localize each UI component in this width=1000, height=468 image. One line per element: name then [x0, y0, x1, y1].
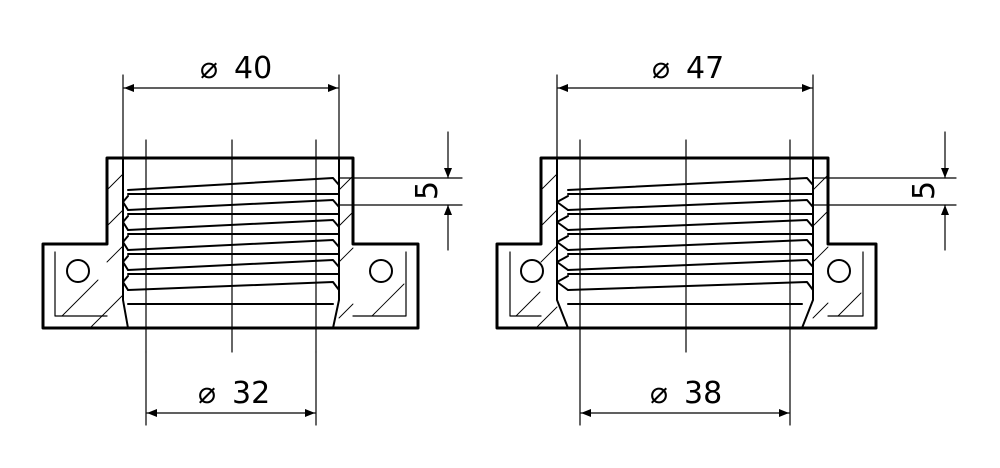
outer-diameter-value: 40 — [234, 51, 272, 86]
diameter-symbol: ⌀ — [650, 376, 668, 411]
pitch-value: 5 — [410, 181, 445, 200]
mounting-hole — [66, 259, 90, 283]
inner-diameter-value: 32 — [232, 376, 270, 411]
inner-diameter-value: 38 — [684, 376, 722, 411]
thread-profile — [122, 177, 340, 291]
outer-diameter-value: 47 — [686, 51, 724, 86]
mounting-hole — [369, 259, 393, 283]
mounting-hole — [827, 259, 851, 283]
part-right: ⌀ 47 ⌀ 38 5 — [495, 51, 957, 426]
mounting-hole — [520, 259, 544, 283]
diameter-symbol: ⌀ — [200, 51, 218, 86]
part-left: ⌀ 40 ⌀ 32 5 — [41, 51, 463, 426]
section-hatching — [61, 173, 405, 329]
part-left-outline — [41, 156, 420, 330]
pitch-value: 5 — [907, 181, 942, 200]
diameter-symbol: ⌀ — [198, 376, 216, 411]
thread-profile — [556, 177, 814, 291]
part-right-outline — [495, 156, 878, 330]
section-hatching — [515, 173, 862, 329]
diameter-symbol: ⌀ — [652, 51, 670, 86]
